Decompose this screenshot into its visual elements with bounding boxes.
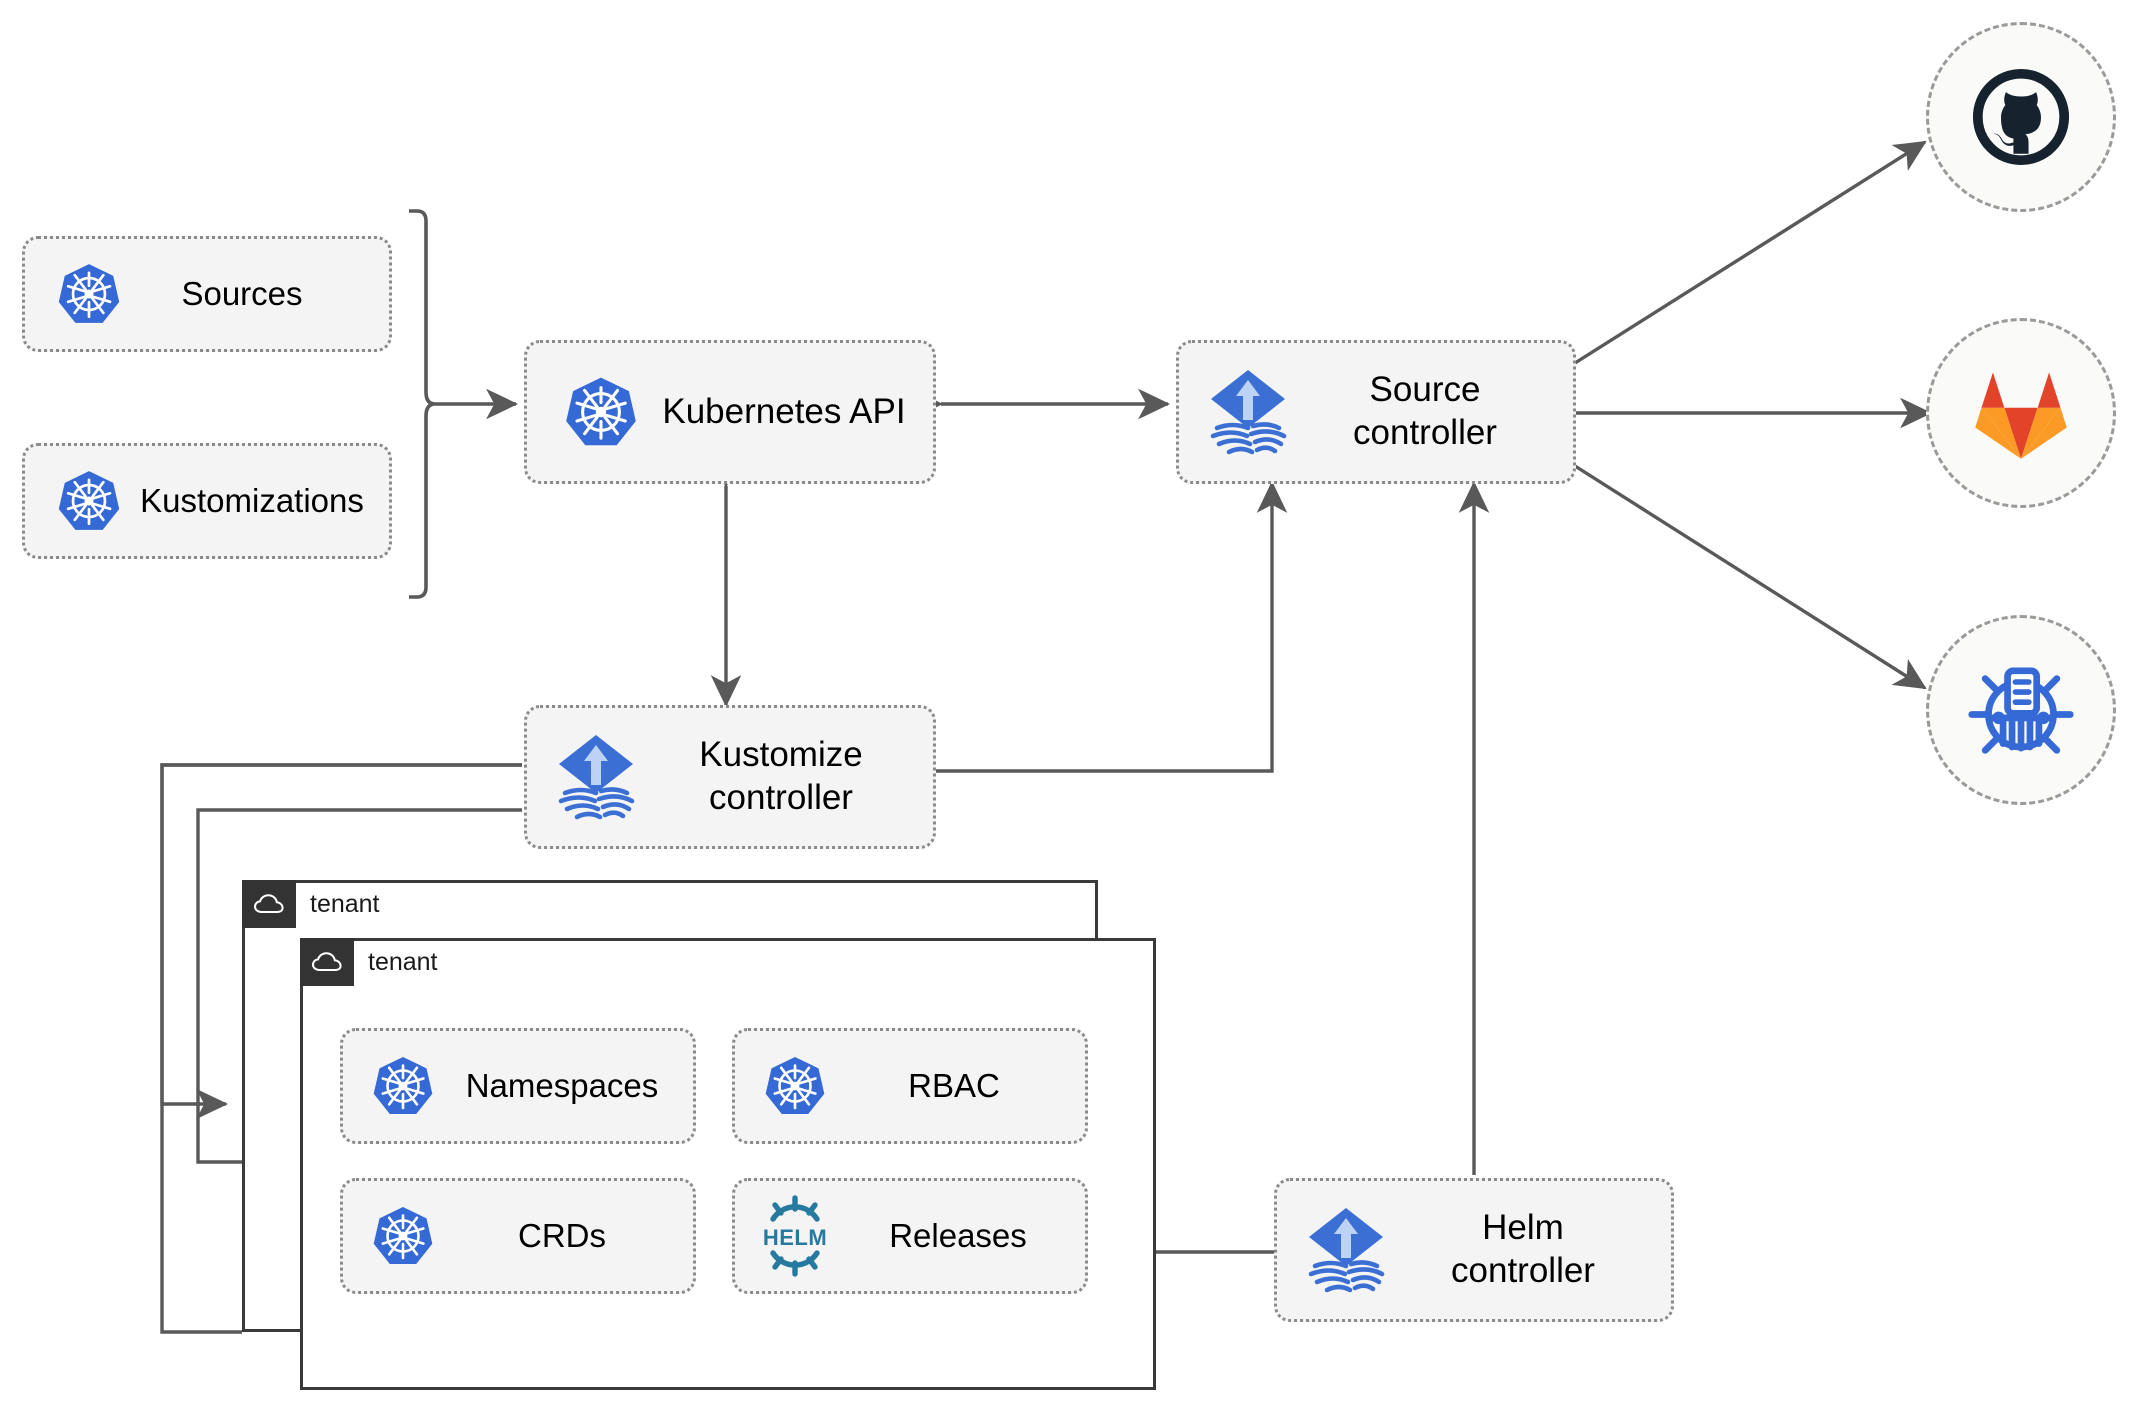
kubernetes-icon bbox=[357, 1054, 449, 1118]
tenant-inner-tab bbox=[300, 938, 354, 986]
tenant-inner-label: tenant bbox=[368, 948, 438, 976]
endpoint-helm-repository[interactable] bbox=[1926, 615, 2116, 805]
helm-icon: HELM bbox=[745, 1195, 845, 1277]
helm-repository-icon bbox=[1968, 667, 2074, 754]
node-sources-label: Sources bbox=[181, 274, 303, 312]
node-rbac-label: RBAC bbox=[908, 1066, 1000, 1104]
kubernetes-icon bbox=[545, 374, 657, 450]
endpoint-github[interactable] bbox=[1926, 22, 2116, 212]
node-crds-label: CRDs bbox=[518, 1216, 606, 1254]
wire-kustomize-to-source bbox=[936, 480, 1288, 773]
node-crds[interactable]: CRDs bbox=[340, 1178, 696, 1294]
node-kubernetes-api[interactable]: Kubernetes API bbox=[524, 340, 936, 484]
flux-icon bbox=[1193, 366, 1303, 458]
node-releases-label: Releases bbox=[889, 1216, 1027, 1254]
kubernetes-icon bbox=[357, 1204, 449, 1268]
kubernetes-icon bbox=[41, 468, 137, 534]
node-kubernetes-api-label: Kubernetes API bbox=[662, 391, 906, 431]
node-kustomize-controller-label: Kustomize controller bbox=[699, 735, 863, 817]
svg-text:HELM: HELM bbox=[763, 1225, 827, 1250]
wire-source-to-github bbox=[1574, 140, 1927, 365]
kubernetes-icon bbox=[41, 261, 137, 327]
node-releases[interactable]: HELM Releases bbox=[732, 1178, 1088, 1294]
cloud-icon bbox=[311, 952, 342, 971]
node-helm-controller-label: Helm controller bbox=[1451, 1208, 1595, 1290]
node-kustomize-controller[interactable]: Kustomize controller bbox=[524, 705, 936, 849]
node-source-controller[interactable]: Source controller bbox=[1176, 340, 1576, 484]
tenant-outer-label: tenant bbox=[310, 890, 380, 918]
node-sources[interactable]: Sources bbox=[22, 236, 392, 352]
kubernetes-icon bbox=[749, 1054, 841, 1118]
node-kustomizations-label: Kustomizations bbox=[140, 481, 364, 519]
endpoint-gitlab[interactable] bbox=[1926, 318, 2116, 508]
gitlab-icon bbox=[1975, 372, 2067, 459]
wire-source-to-helm-repo bbox=[1574, 464, 1927, 690]
tenant-outer-tab bbox=[242, 880, 296, 928]
node-helm-controller[interactable]: Helm controller bbox=[1274, 1178, 1674, 1322]
flux-icon bbox=[1291, 1204, 1401, 1296]
node-rbac[interactable]: RBAC bbox=[732, 1028, 1088, 1144]
tenant-inner-frame bbox=[300, 938, 1156, 1390]
node-namespaces[interactable]: Namespaces bbox=[340, 1028, 696, 1144]
node-kustomizations[interactable]: Kustomizations bbox=[22, 443, 392, 559]
flux-icon bbox=[541, 731, 651, 823]
node-source-controller-label: Source controller bbox=[1353, 370, 1497, 452]
cloud-icon bbox=[253, 894, 284, 913]
node-namespaces-label: Namespaces bbox=[465, 1066, 659, 1104]
github-icon bbox=[1972, 68, 2070, 166]
